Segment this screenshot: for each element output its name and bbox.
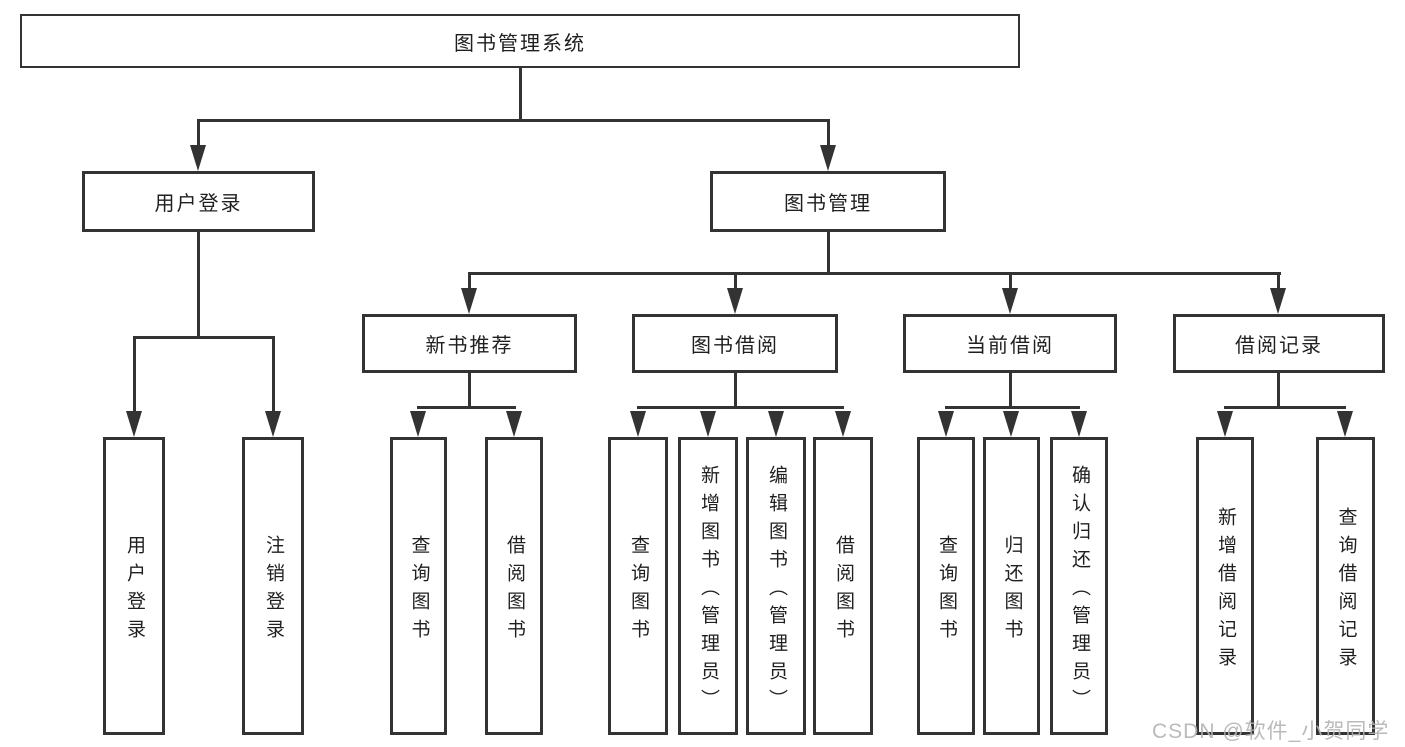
arrowhead-down-icon [126, 411, 142, 437]
arrowhead-down-icon [265, 411, 281, 437]
node-book-borrow-label: 图书借阅 [691, 335, 779, 357]
node-leaf-bb-borrow-books-label: 借阅图书 [832, 534, 854, 647]
connector-new-book-rec-stem [468, 373, 471, 406]
connector-current-borrow-rail [945, 406, 1080, 409]
node-leaf-br-add-record: 新增借阅记录 [1196, 437, 1254, 735]
arrowhead-down-icon [630, 411, 646, 437]
node-leaf-br-add-record-label: 新增借阅记录 [1214, 506, 1236, 675]
arrowhead-down-icon [1217, 411, 1233, 437]
node-leaf-nbr-borrow-books: 借阅图书 [485, 437, 543, 735]
node-new-book-rec-label: 新书推荐 [425, 335, 514, 357]
arrowhead-down-icon [410, 411, 426, 437]
node-leaf-bb-borrow-books: 借阅图书 [813, 437, 873, 735]
node-book-mgmt: 图书管理 [710, 171, 946, 232]
connector-drop-leaf-logout [272, 339, 275, 411]
arrowhead-down-icon [1003, 411, 1019, 437]
node-borrow-record-label: 借阅记录 [1235, 335, 1323, 357]
node-leaf-bb-edit-books-label: 编辑图书（管理员） [765, 464, 787, 717]
arrowhead-down-icon [727, 288, 743, 314]
node-leaf-cb-query-books-label: 查询图书 [935, 534, 957, 647]
node-leaf-cb-return-books-label: 归还图书 [1001, 534, 1023, 647]
node-borrow-record: 借阅记录 [1173, 314, 1385, 373]
arrowhead-down-icon [506, 411, 522, 437]
connector-root-stem [519, 68, 522, 121]
connector-book-mgmt-stem [827, 232, 830, 272]
node-leaf-logout: 注销登录 [242, 437, 304, 735]
node-current-borrow: 当前借阅 [903, 314, 1117, 373]
node-current-borrow-label: 当前借阅 [966, 335, 1054, 357]
arrowhead-down-icon [190, 145, 206, 171]
arrowhead-down-icon [820, 145, 836, 171]
connector-drop-borrow-record [1277, 275, 1280, 289]
node-leaf-nbr-borrow-books-label: 借阅图书 [503, 534, 525, 647]
connector-drop-new-book-rec [468, 275, 471, 289]
arrowhead-down-icon [461, 288, 477, 314]
arrowhead-down-icon [1002, 288, 1018, 314]
node-leaf-cb-return-books: 归还图书 [983, 437, 1040, 735]
connector-level1-rail [197, 119, 830, 122]
connector-book-borrow-rail [637, 406, 844, 409]
arrowhead-down-icon [835, 411, 851, 437]
node-leaf-bb-query-books-label: 查询图书 [627, 534, 649, 647]
node-leaf-cb-confirm-return-label: 确认归还（管理员） [1068, 464, 1090, 717]
connector-user-login-rail [133, 336, 275, 339]
connector-drop-leaf-user-login [133, 339, 136, 411]
connector-drop-user-login [197, 122, 200, 146]
watermark: CSDN @软件_小贺同学 [1152, 720, 1390, 743]
connector-user-login-stem [197, 232, 200, 336]
arrowhead-down-icon [1071, 411, 1087, 437]
connector-borrow-record-rail [1224, 406, 1346, 409]
arrowhead-down-icon [768, 411, 784, 437]
node-root-system: 图书管理系统 [20, 14, 1020, 68]
node-leaf-br-query-record: 查询借阅记录 [1316, 437, 1375, 735]
arrowhead-down-icon [700, 411, 716, 437]
connector-current-borrow-stem [1009, 373, 1012, 406]
node-leaf-nbr-query-books-label: 查询图书 [408, 534, 430, 647]
node-leaf-cb-query-books: 查询图书 [917, 437, 975, 735]
arrowhead-down-icon [938, 411, 954, 437]
node-leaf-cb-confirm-return: 确认归还（管理员） [1050, 437, 1108, 735]
node-leaf-user-login: 用户登录 [103, 437, 165, 735]
node-leaf-user-login-label: 用户登录 [123, 534, 145, 647]
node-user-login: 用户登录 [82, 171, 315, 232]
connector-level3-rail [468, 272, 1281, 275]
node-leaf-nbr-query-books: 查询图书 [390, 437, 447, 735]
connector-drop-current-borrow [1009, 275, 1012, 289]
node-book-mgmt-label: 图书管理 [784, 193, 872, 215]
connector-new-book-rec-rail [417, 406, 516, 409]
node-leaf-bb-edit-books: 编辑图书（管理员） [746, 437, 806, 735]
arrowhead-down-icon [1337, 411, 1353, 437]
node-leaf-bb-query-books: 查询图书 [608, 437, 668, 735]
node-user-login-label: 用户登录 [154, 193, 243, 215]
arrowhead-down-icon [1270, 288, 1286, 314]
connector-drop-book-borrow [734, 275, 737, 289]
connector-borrow-record-stem [1277, 373, 1280, 406]
node-leaf-logout-label: 注销登录 [262, 534, 284, 647]
connector-book-borrow-stem [734, 373, 737, 406]
node-leaf-bb-add-books-label: 新增图书（管理员） [697, 464, 719, 717]
node-leaf-br-query-record-label: 查询借阅记录 [1335, 506, 1357, 675]
node-new-book-rec: 新书推荐 [362, 314, 577, 373]
node-book-borrow: 图书借阅 [632, 314, 838, 373]
connector-drop-book-mgmt [827, 122, 830, 146]
node-root-label: 图书管理系统 [454, 32, 586, 55]
node-leaf-bb-add-books: 新增图书（管理员） [678, 437, 738, 735]
